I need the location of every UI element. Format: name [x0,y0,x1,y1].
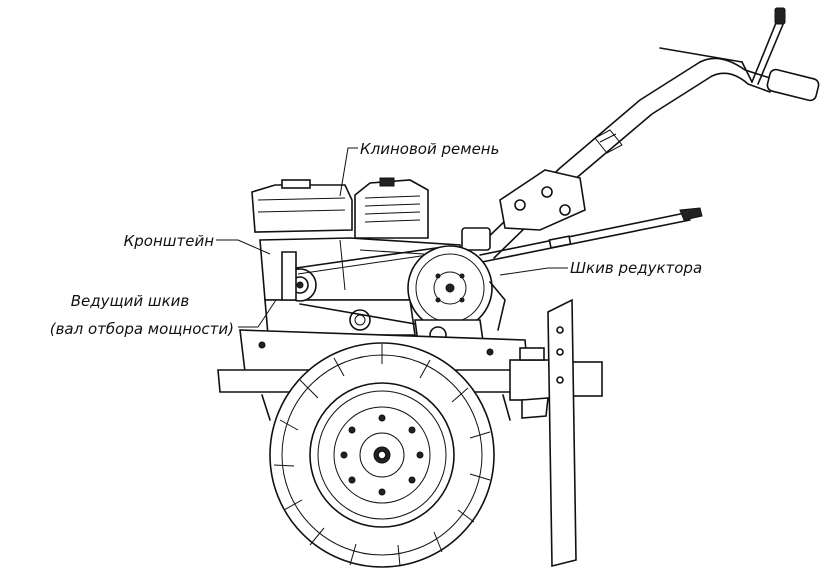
label-bracket: Кронштейн [124,232,215,250]
handle-mount [461,169,586,251]
leader-lines [216,147,568,328]
label-drive-pulley-line2: (вал отбора мощности) [50,320,234,338]
leader-v-belt [339,147,358,197]
leader-reducer-pulley [499,267,568,276]
label-drive-pulley-line1: Ведущий шкив [71,292,190,310]
leader-drive-pulley [238,299,277,328]
wheel [269,342,495,568]
clutch-cable [479,207,703,263]
label-reducer-pulley: Шкив редуктора [570,259,702,277]
reducer-pulley [407,245,506,359]
leader-bracket [216,239,271,255]
plough-stand [521,298,577,568]
label-v-belt: Клиновой ремень [360,140,499,158]
